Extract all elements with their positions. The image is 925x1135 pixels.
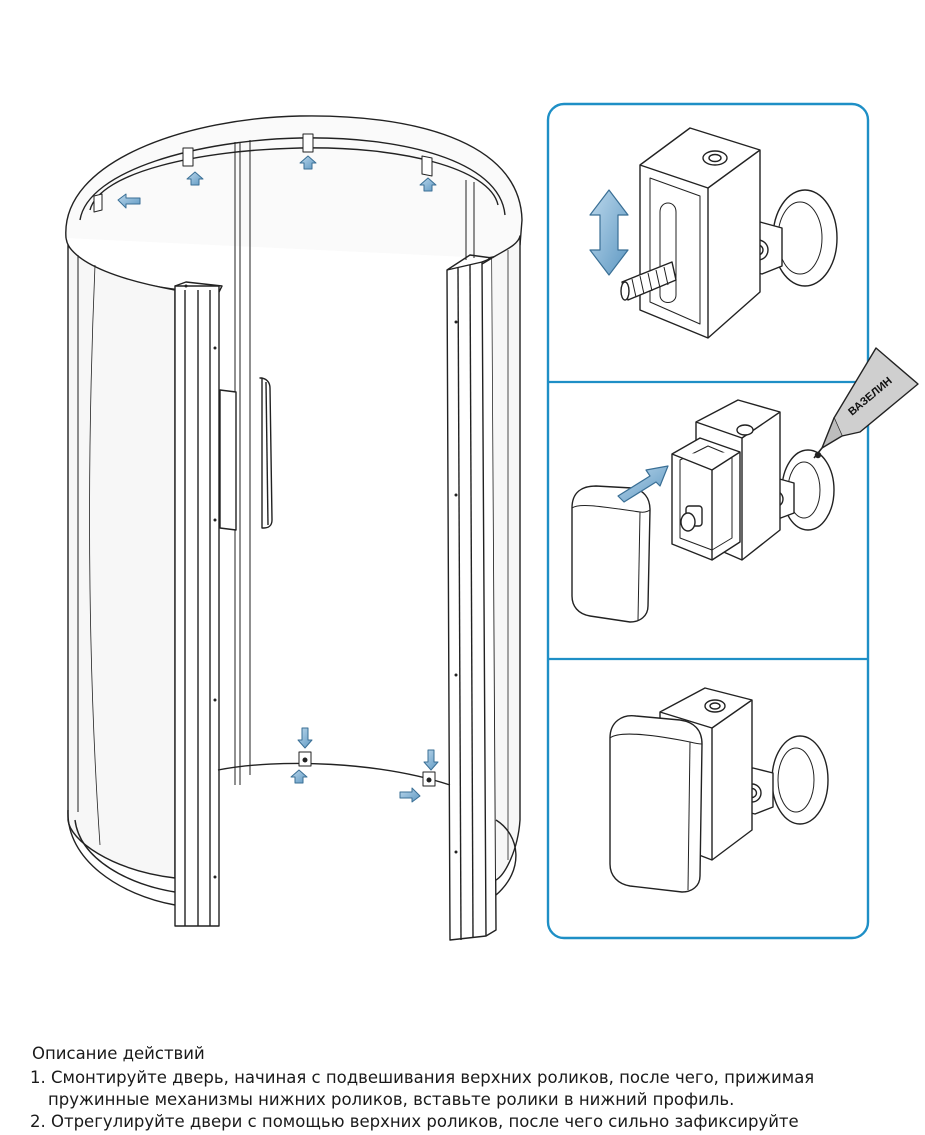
arrow-left-icon (117, 193, 141, 209)
arrow-down-icon (297, 727, 313, 749)
detail-panels (546, 102, 870, 940)
assembly-diagram: ВАЗЕЛИН (65, 102, 919, 941)
instruction-step-1: 1. Смонтируйте дверь, начиная с подвешив… (30, 1068, 815, 1109)
double-arrow-vertical-icon (589, 189, 629, 276)
shower-cabin-illustration (65, 115, 523, 941)
detail-panel-assembled (609, 687, 829, 893)
top-rollers (93, 133, 433, 213)
top-frame-ring (65, 115, 523, 293)
instructions-section: Описание действий 1. Смонтируйте дверь, … (30, 1043, 910, 1133)
left-glass-panel (67, 244, 176, 879)
lubricant-tube-icon (813, 347, 919, 459)
bottom-rollers (298, 751, 436, 787)
arrow-up-icon (186, 171, 204, 186)
sliding-door (219, 377, 273, 531)
roller-direction-arrows (117, 155, 439, 803)
arrow-down-icon (423, 749, 439, 771)
detail-panel-adjust (620, 127, 838, 339)
instructions-list: 1. Смонтируйте дверь, начиная с подвешив… (30, 1067, 910, 1133)
detail-panel-lubricate (571, 399, 835, 623)
arrow-up-icon (419, 177, 437, 192)
instructions-heading: Описание действий (32, 1044, 205, 1063)
bottom-tray (67, 762, 517, 906)
left-door-profile (174, 281, 223, 927)
arrow-up-icon (299, 155, 317, 170)
right-door-profile (446, 254, 497, 941)
arrow-right-icon (617, 465, 669, 503)
instruction-step-2: 2. Отрегулируйте двери с помощью верхних… (30, 1112, 799, 1131)
arrow-up-icon (290, 769, 308, 784)
arrow-right-icon (399, 787, 421, 803)
profile-screws (184, 284, 458, 879)
right-glass-panel (491, 235, 521, 881)
